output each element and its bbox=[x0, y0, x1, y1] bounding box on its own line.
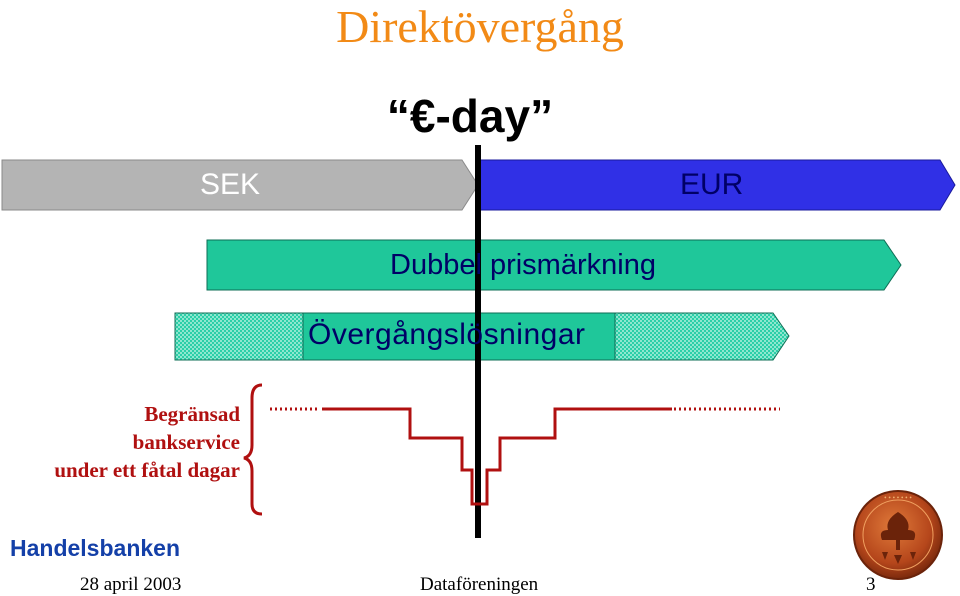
eur-label: EUR bbox=[680, 168, 744, 201]
sek-label: SEK bbox=[200, 168, 261, 201]
bank-service-note-line: Begränsad bbox=[144, 402, 240, 426]
bank-service-note: Begränsad bankservice under ett fåtal da… bbox=[10, 400, 240, 484]
dubbel-prismarkning-bar bbox=[206, 239, 902, 291]
bank-service-line bbox=[322, 407, 672, 506]
svg-text:• • • • • • •: • • • • • • • bbox=[884, 494, 912, 502]
bank-service-brace bbox=[243, 383, 263, 516]
overgang-left-segment bbox=[174, 312, 304, 361]
bank-service-note-line: bankservice bbox=[132, 430, 240, 454]
handelsbanken-coin-seal-icon: • • • • • • • bbox=[853, 490, 943, 580]
footer-date: 28 april 2003 bbox=[80, 574, 182, 595]
overgang-right-segment bbox=[614, 312, 790, 361]
bank-service-note-line: under ett fåtal dagar bbox=[54, 458, 240, 482]
brand-name: Handelsbanken bbox=[10, 535, 180, 561]
overgangslosningar-label: Övergångslösningar bbox=[308, 318, 586, 351]
dubbel-prismarkning-label: Dubbel prismärkning bbox=[390, 249, 656, 281]
slide-title: Direktövergång bbox=[336, 1, 624, 52]
eday-divider-line bbox=[475, 145, 481, 538]
page-number: 3 bbox=[866, 574, 876, 595]
eday-label: “€-day” bbox=[386, 90, 554, 142]
footer-organization: Dataföreningen bbox=[420, 574, 539, 595]
sek-bar bbox=[1, 159, 479, 211]
